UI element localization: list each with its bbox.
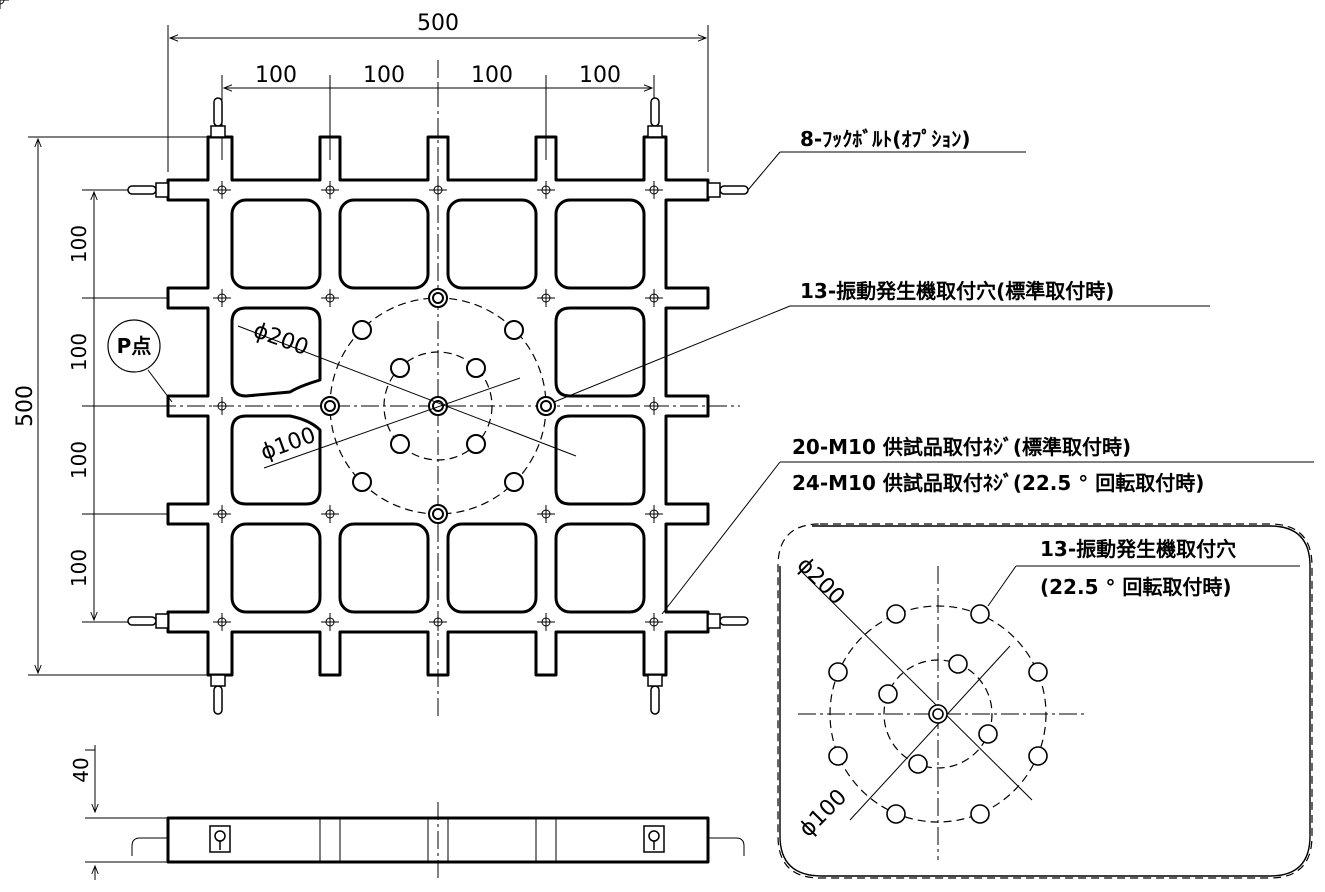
label-p-point: P点	[117, 334, 152, 358]
detail-view: 13-振動発生機取付穴 (22.5 ° 回転取付時) ϕ200 ϕ100	[777, 523, 1313, 879]
dim-pitch-2: 100	[363, 63, 405, 88]
pockets	[230, 198, 646, 614]
center-lines	[100, 60, 740, 720]
dim-pitch-v1: 100	[67, 225, 91, 263]
detail-dia-100: ϕ100	[795, 785, 853, 843]
label-hook-bolt: 8-ﾌｯｸﾎﾞﾙﾄ(ｵﾌﾟｼｮﾝ)	[800, 127, 971, 151]
dia-200-label: ϕ200	[250, 318, 312, 361]
hook-bolts	[127, 97, 749, 715]
label-m10-rot: 24-M10 供試品取付ﾈｼﾞ(22.5 ° 回転取付時)	[792, 471, 1204, 495]
left-dimensions: 500 100 100 100 100	[13, 136, 218, 676]
m10-holes	[0, 0, 664, 632]
dim-overall-height: 500	[13, 385, 38, 427]
label-m10-std: 20-M10 供試品取付ﾈｼﾞ(標準取付時)	[792, 435, 1131, 459]
leaders: 8-ﾌｯｸﾎﾞﾙﾄ(ｵﾌﾟｼｮﾝ) 13-振動発生機取付穴(標準取付時) 20-…	[107, 127, 1314, 615]
dim-pitch-1: 100	[255, 63, 297, 88]
dim-thickness: 40	[69, 757, 93, 782]
dim-pitch-3: 100	[471, 63, 513, 88]
plate-outline	[166, 135, 710, 677]
dim-pitch-v2: 100	[67, 333, 91, 371]
detail-title-2: (22.5 ° 回転取付時)	[1040, 575, 1232, 599]
top-dimensions: 500 100 100 100 100	[167, 11, 709, 172]
dim-pitch-4: 100	[579, 63, 621, 88]
detail-dia-200: ϕ200	[792, 553, 850, 611]
label-exciter-holes: 13-振動発生機取付穴(標準取付時)	[800, 279, 1114, 303]
dim-pitch-v3: 100	[67, 441, 91, 479]
dim-pitch-v4: 100	[67, 549, 91, 587]
dim-overall-width: 500	[417, 11, 459, 36]
detail-title-1: 13-振動発生機取付穴	[1040, 537, 1236, 561]
side-view: 40	[69, 745, 745, 880]
